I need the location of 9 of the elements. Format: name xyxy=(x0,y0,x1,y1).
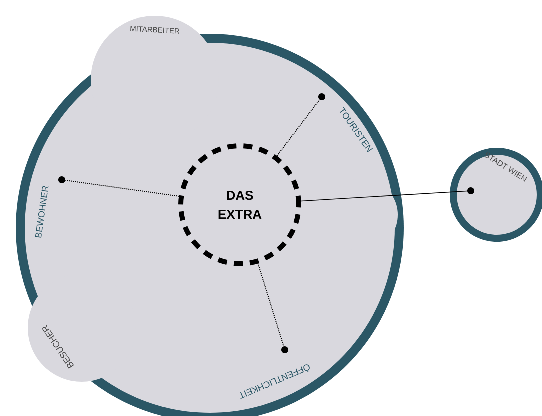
leader-line xyxy=(300,190,468,202)
dot xyxy=(58,176,66,184)
leader-line xyxy=(276,99,320,157)
dot xyxy=(468,188,474,194)
leader-line xyxy=(65,180,180,197)
cloud-shape xyxy=(16,16,404,416)
dot xyxy=(282,346,288,354)
dot xyxy=(318,94,326,100)
leader-line xyxy=(258,263,284,347)
